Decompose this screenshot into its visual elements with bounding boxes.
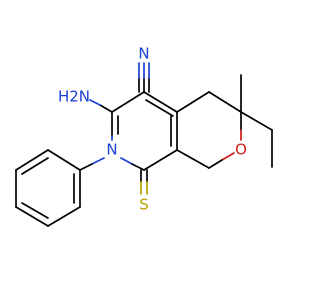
ring-oxygen-label: O [235,141,247,159]
structure-diagram: N H2N N O S [15,45,273,227]
alkyl-substituent-bonds [240,74,273,168]
ring-nitrogen-label: N [106,141,117,159]
thione-double-bond [140,169,148,195]
pyran-ring-bonds [176,91,242,169]
amine-label: H2N [58,88,90,106]
phenyl-ring-bonds [15,149,105,227]
molecule-canvas: N H2N N O S [15,45,273,227]
nitrile-triple-bond [138,62,150,93]
amine-bond [89,99,113,113]
nitrile-nitrogen-label: N [138,45,149,63]
thione-sulfur-label: S [139,196,149,214]
pyridine-ring-bonds [111,91,178,171]
